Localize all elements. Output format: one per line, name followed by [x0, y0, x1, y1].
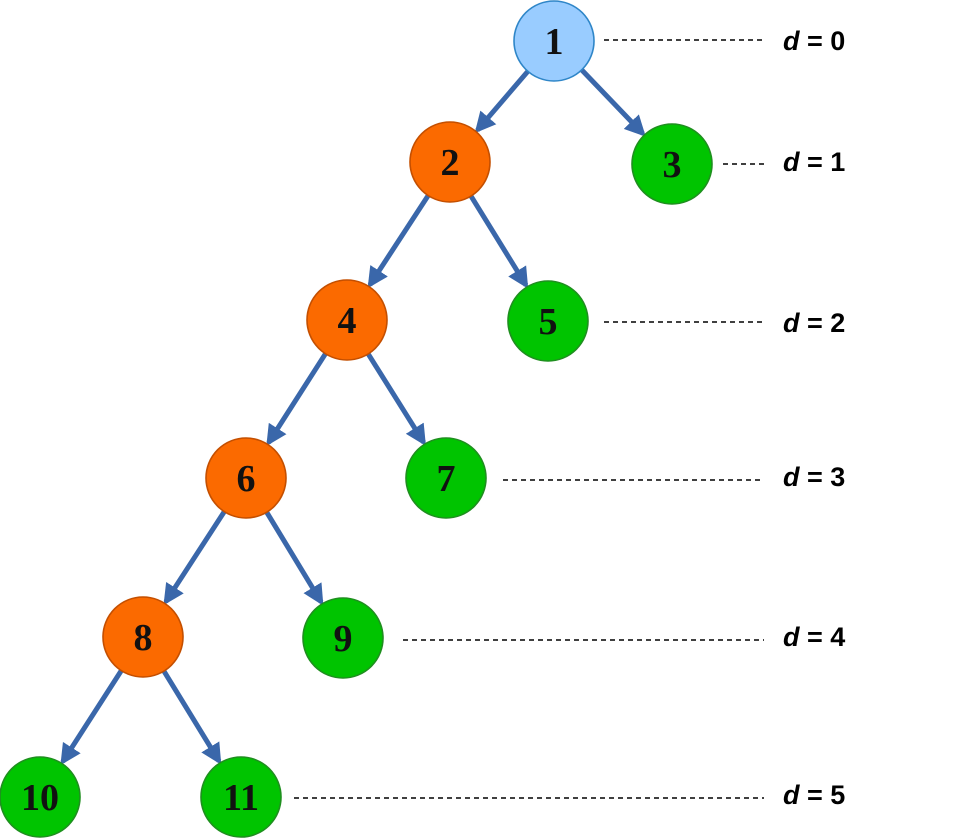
edge-4-to-6: [266, 352, 328, 447]
node-label-4: 4: [338, 300, 357, 342]
depth-label-var-0: d: [783, 26, 800, 56]
edge-1-to-2: [474, 69, 530, 134]
tree-node-4: 4: [306, 279, 388, 361]
node-label-7: 7: [437, 458, 456, 500]
depth-label-5: d = 5: [783, 780, 845, 810]
node-label-9: 9: [334, 618, 353, 660]
edge-2-to-5: [468, 194, 529, 289]
edge-8-to-11: [161, 669, 222, 765]
depth-label-value-2: = 2: [800, 308, 846, 338]
node-circle-6: [205, 437, 287, 519]
depth-label-var-4: d: [783, 622, 800, 652]
node-label-1: 1: [545, 21, 564, 63]
tree-node-7: 7: [405, 437, 487, 519]
depth-label-value-1: = 1: [800, 147, 846, 177]
edge-6-to-8: [163, 510, 227, 606]
node-circle-10: [0, 756, 81, 838]
tree-nodes: 1 2 3 4 5 6 7 8 9 10 11: [0, 0, 713, 838]
depth-label-2: d = 2: [783, 308, 845, 338]
depth-labels: d = 0d = 1d = 2d = 3d = 4d = 5: [783, 26, 845, 810]
node-circle-11: [200, 756, 282, 838]
tree-node-10: 10: [0, 756, 81, 838]
depth-label-3: d = 3: [783, 462, 845, 492]
tree-node-11: 11: [200, 756, 282, 838]
depth-label-1: d = 1: [783, 147, 845, 177]
node-circle-5: [507, 280, 589, 362]
edge-1-to-3: [579, 68, 646, 137]
node-label-8: 8: [134, 617, 153, 659]
depth-label-value-5: = 5: [800, 780, 846, 810]
node-circle-8: [102, 596, 184, 678]
node-circle-7: [405, 437, 487, 519]
node-label-5: 5: [539, 301, 558, 343]
edge-2-to-4: [367, 194, 431, 289]
node-circle-3: [631, 123, 713, 205]
depth-label-4: d = 4: [783, 622, 845, 652]
node-label-6: 6: [237, 458, 256, 500]
depth-label-value-3: = 3: [800, 462, 846, 492]
depth-label-value-0: = 0: [800, 26, 846, 56]
tree-node-3: 3: [631, 123, 713, 205]
edge-4-to-7: [366, 352, 426, 446]
tree-node-2: 2: [409, 121, 491, 203]
node-circle-4: [306, 279, 388, 361]
tree-node-6: 6: [205, 437, 287, 519]
node-circle-2: [409, 121, 491, 203]
depth-label-var-2: d: [783, 308, 800, 338]
tree-node-9: 9: [302, 597, 384, 679]
node-label-10: 10: [21, 777, 59, 819]
depth-label-var-3: d: [783, 462, 800, 492]
depth-label-var-5: d: [783, 780, 800, 810]
depth-label-0: d = 0: [783, 26, 845, 56]
tree-node-5: 5: [507, 280, 589, 362]
tree-node-8: 8: [102, 596, 184, 678]
edge-6-to-9: [264, 510, 324, 606]
node-label-11: 11: [223, 777, 259, 819]
depth-guides: [294, 39, 764, 799]
node-label-2: 2: [441, 142, 460, 184]
node-label-3: 3: [663, 144, 682, 186]
depth-label-value-4: = 4: [800, 622, 846, 652]
edge-8-to-10: [60, 669, 124, 766]
node-circle-9: [302, 597, 384, 679]
node-circle-1: [513, 0, 595, 82]
tree-node-1: 1: [513, 0, 595, 82]
tree-edges: [60, 68, 646, 766]
depth-label-var-1: d: [783, 147, 800, 177]
